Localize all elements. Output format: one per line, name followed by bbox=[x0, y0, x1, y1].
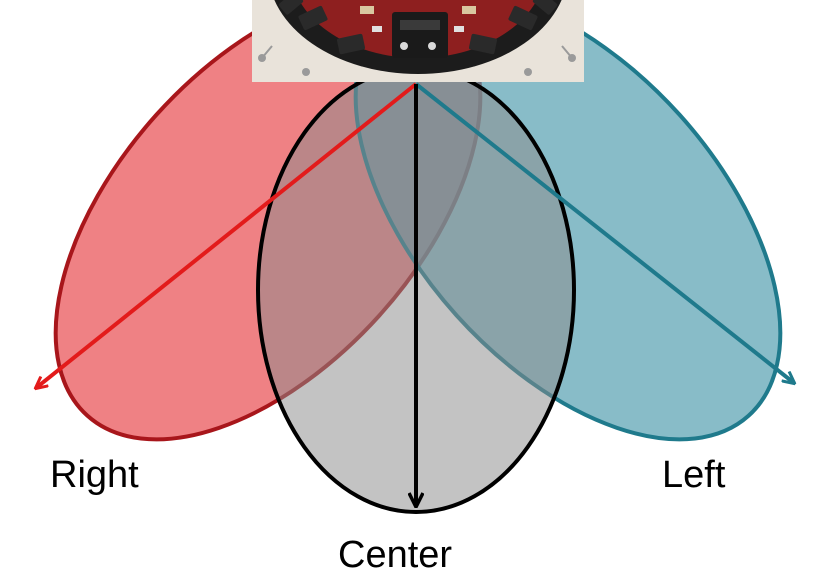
right-label: Right bbox=[50, 456, 139, 494]
left-label: Left bbox=[662, 456, 725, 494]
center-label: Center bbox=[338, 536, 452, 574]
robot-photo bbox=[252, 0, 584, 82]
